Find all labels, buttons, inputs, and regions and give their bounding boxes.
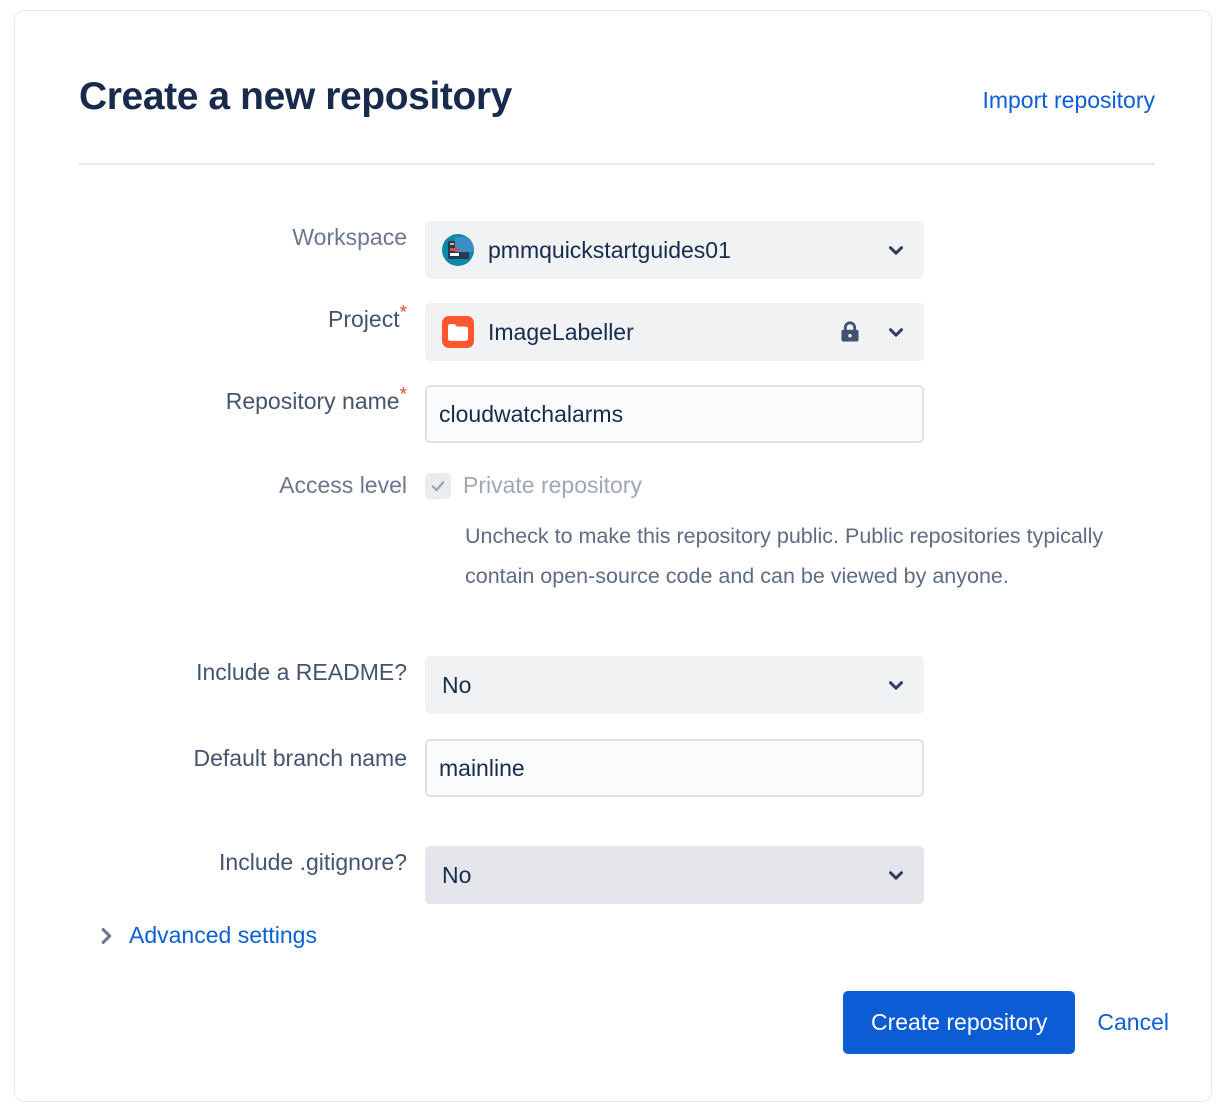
workspace-select[interactable]: pmmquickstartguides01: [425, 221, 924, 279]
import-repository-link[interactable]: Import repository: [982, 87, 1155, 113]
chevron-down-icon: [885, 864, 907, 886]
default-branch-name-label: Default branch name: [193, 745, 407, 771]
project-control: ImageLabeller: [425, 303, 924, 361]
workspace-control: pmmquickstartguides01: [425, 221, 924, 279]
project-label-text: Project: [328, 306, 400, 332]
project-label: Project*: [95, 303, 425, 336]
repository-name-value: cloudwatchalarms: [439, 401, 624, 427]
project-select[interactable]: ImageLabeller: [425, 303, 924, 361]
repository-name-label-text: Repository name: [225, 388, 400, 414]
chevron-down-icon: [885, 321, 907, 343]
check-icon: [431, 480, 445, 491]
include-readme-select[interactable]: No: [425, 656, 924, 714]
default-branch-name-value: mainline: [439, 755, 525, 781]
lock-icon: [837, 319, 863, 345]
access-level-control: Private repository: [425, 469, 642, 502]
include-readme-control: No: [425, 656, 924, 714]
include-gitignore-label: Include .gitignore?: [219, 849, 407, 875]
repository-name-required-marker: *: [399, 384, 407, 406]
field-row-repository-name: Repository name* cloudwatchalarms: [95, 385, 924, 443]
workspace-label: Workspace: [292, 224, 407, 250]
form-actions: Create repository Cancel: [15, 991, 1169, 1054]
repository-name-input[interactable]: cloudwatchalarms: [425, 385, 924, 443]
chevron-down-icon: [885, 239, 907, 261]
include-gitignore-value: No: [442, 861, 472, 888]
project-value: ImageLabeller: [488, 318, 634, 345]
folder-icon: [442, 316, 474, 348]
field-row-include-readme: Include a README? No: [95, 656, 924, 714]
project-required-marker: *: [399, 302, 407, 324]
card-header: Create a new repository Import repositor…: [79, 73, 1155, 165]
field-row-workspace: Workspace pmmquickstartguides01: [95, 221, 924, 279]
workspace-avatar-icon: [442, 234, 474, 266]
create-repository-card: Create a new repository Import repositor…: [14, 10, 1212, 1102]
private-repository-label: Private repository: [463, 472, 642, 498]
include-readme-value: No: [442, 671, 472, 698]
repository-name-control: cloudwatchalarms: [425, 385, 924, 443]
field-row-default-branch-name: Default branch name mainline: [95, 739, 924, 797]
advanced-settings-label: Advanced settings: [129, 922, 317, 948]
field-row-project: Project* ImageLabeller: [95, 303, 924, 361]
chevron-down-icon: [885, 674, 907, 696]
chevron-right-icon: [95, 925, 117, 947]
workspace-value: pmmquickstartguides01: [488, 236, 731, 263]
include-gitignore-control: No: [425, 846, 924, 904]
default-branch-name-input[interactable]: mainline: [425, 739, 924, 797]
field-row-include-gitignore: Include .gitignore? No: [95, 846, 924, 904]
include-gitignore-select[interactable]: No: [425, 846, 924, 904]
cancel-button[interactable]: Cancel: [1097, 1009, 1169, 1035]
private-repository-checkbox[interactable]: [425, 472, 451, 499]
default-branch-name-control: mainline: [425, 739, 924, 797]
page-title: Create a new repository: [79, 75, 512, 118]
access-level-help-text: Uncheck to make this repository public. …: [465, 524, 1104, 588]
field-row-access-level: Access level Private repository: [95, 469, 642, 502]
include-readme-label: Include a README?: [196, 659, 407, 685]
create-repository-button[interactable]: Create repository: [842, 991, 1076, 1054]
advanced-settings-toggle[interactable]: Advanced settings: [95, 919, 317, 952]
repository-name-label: Repository name*: [95, 385, 425, 418]
access-level-label: Access level: [279, 472, 407, 498]
